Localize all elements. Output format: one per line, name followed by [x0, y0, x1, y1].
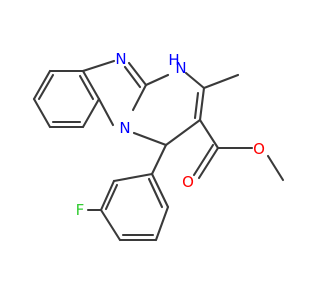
- imidazole-ring: [81, 59, 148, 127]
- methyl-bond: [202, 73, 240, 90]
- atom-oxygen-carbonyl: O: [182, 173, 194, 191]
- benzo-ring: [32, 69, 101, 129]
- atom-nitrogen-ring: N: [119, 119, 130, 137]
- fluorophenyl-ring: [86, 143, 170, 242]
- ester-group: [192, 118, 285, 182]
- atom-nitrogen-imine: N: [115, 50, 126, 68]
- atom-amine-hydrogen: H: [168, 51, 179, 69]
- atom-nitrogen-amine: N: [175, 59, 186, 77]
- pyrimidine-ring: [132, 71, 206, 147]
- atom-fluorine: F: [76, 201, 85, 219]
- atom-oxygen-ester: O: [253, 140, 265, 158]
- molecule-structure-drawing: N N H N O O F: [32, 50, 285, 242]
